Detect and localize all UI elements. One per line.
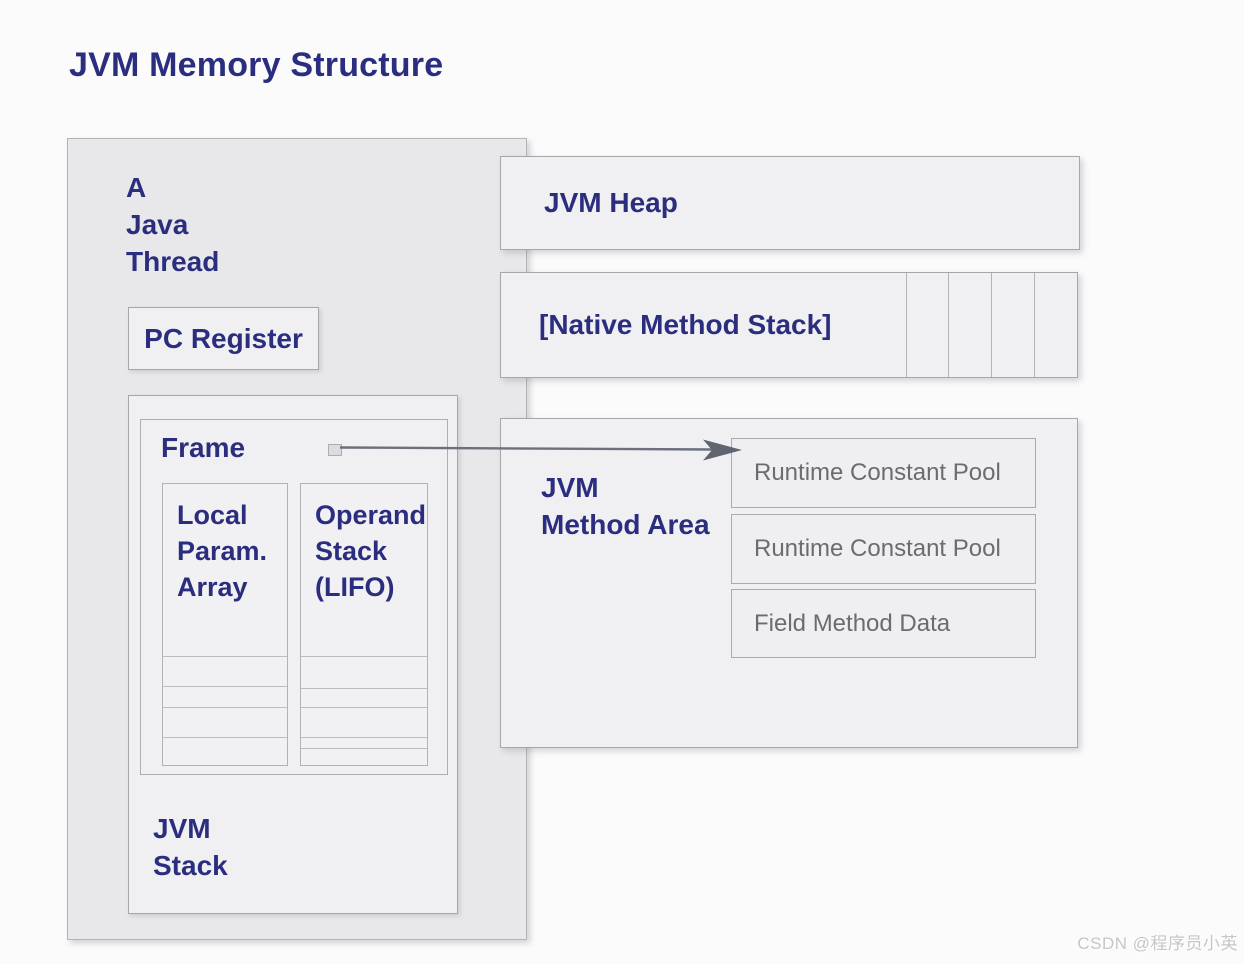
java-thread-panel: A Java Thread PC Register Frame Local Pa…	[67, 138, 527, 940]
watermark: CSDN @程序员小英	[1077, 934, 1238, 953]
stack-slot-divider	[163, 686, 287, 687]
pc-register-box: PC Register	[128, 307, 319, 370]
native-method-stack-label: [Native Method Stack]	[539, 309, 832, 340]
runtime-constant-pool-box: Runtime Constant Pool	[731, 438, 1036, 508]
frame-box: Frame Local Param. Array Operand Stack (…	[140, 419, 448, 775]
stack-slot-divider	[301, 656, 427, 657]
jvm-heap-box: JVM Heap	[500, 156, 1080, 250]
local-param-array-column: Local Param. Array	[162, 483, 288, 766]
field-method-data-box: Field Method Data	[731, 589, 1036, 658]
native-stack-divider	[906, 273, 907, 377]
jvm-stack-label: JVM Stack	[153, 813, 228, 881]
runtime-constant-pool-box: Runtime Constant Pool	[731, 514, 1036, 584]
native-method-stack-box: [Native Method Stack]	[500, 272, 1078, 378]
stack-slot-divider	[301, 748, 427, 749]
stack-slot-divider	[301, 688, 427, 689]
stack-slot-divider	[163, 656, 287, 657]
pc-register-label: PC Register	[144, 322, 303, 354]
operand-stack-label: Operand Stack (LIFO)	[315, 500, 427, 602]
java-thread-label: A Java Thread	[126, 172, 220, 277]
method-area-label: JVM Method Area	[541, 472, 710, 540]
native-stack-divider	[991, 273, 992, 377]
page-title: JVM Memory Structure	[69, 46, 444, 84]
jvm-stack-box: Frame Local Param. Array Operand Stack (…	[128, 395, 458, 914]
native-stack-divider	[1034, 273, 1035, 377]
stack-slot-divider	[301, 707, 427, 708]
stack-slot-divider	[163, 707, 287, 708]
local-param-array-label: Local Param. Array	[177, 500, 268, 602]
frame-label: Frame	[161, 432, 246, 463]
runtime-constant-pool-label: Runtime Constant Pool	[754, 535, 1001, 562]
method-area-box: JVM Method Area Runtime Constant Pool Ru…	[500, 418, 1078, 748]
operand-stack-column: Operand Stack (LIFO)	[300, 483, 428, 766]
field-method-data-label: Field Method Data	[754, 609, 951, 637]
arrow-start-handle	[328, 444, 342, 456]
runtime-constant-pool-label: Runtime Constant Pool	[754, 459, 1001, 486]
native-stack-divider	[948, 273, 949, 377]
stack-slot-divider	[301, 737, 427, 738]
stack-slot-divider	[163, 737, 287, 738]
jvm-heap-label: JVM Heap	[544, 187, 678, 218]
